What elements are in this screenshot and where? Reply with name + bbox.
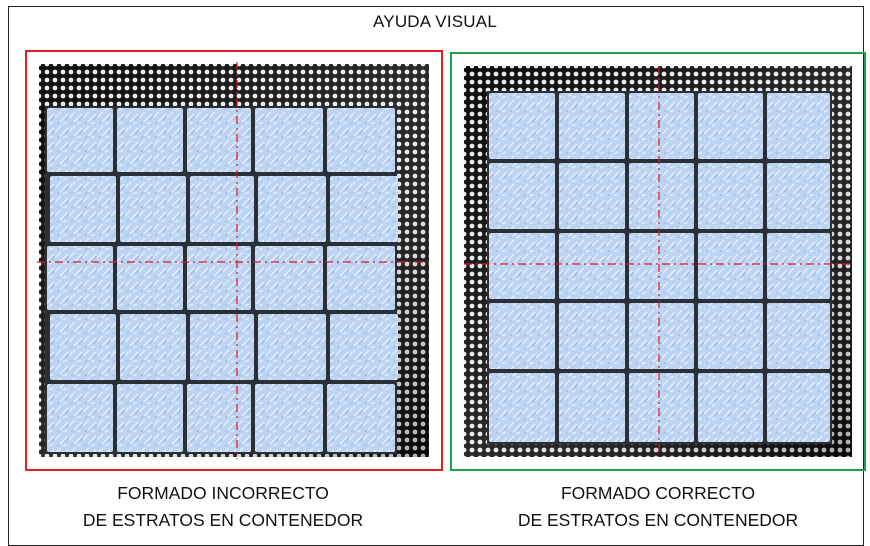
ice-tile [629, 163, 694, 229]
ice-tile [559, 163, 625, 229]
ice-tile [187, 246, 251, 310]
ice-tile [559, 233, 625, 299]
correct-tile-grid [487, 91, 832, 444]
correct-container-diagram [464, 66, 852, 457]
correct-caption-line2: DE ESTRATOS EN CONTENEDOR [517, 510, 799, 530]
ice-tile [489, 303, 555, 369]
ice-tile [327, 384, 395, 452]
ice-tile [767, 233, 830, 299]
ice-tile [489, 93, 555, 159]
ice-tile [327, 246, 395, 310]
ice-tile [698, 373, 763, 442]
ice-tile [698, 233, 763, 299]
ice-tile [255, 246, 323, 310]
ice-tile [629, 373, 694, 442]
incorrect-caption-line2: DE ESTRATOS EN CONTENEDOR [82, 510, 364, 530]
ice-tile [767, 303, 830, 369]
ice-tile [330, 176, 398, 242]
ice-tile [629, 233, 694, 299]
ice-tile [190, 176, 254, 242]
incorrect-arrangement-panel [25, 50, 443, 471]
ice-tile [50, 314, 116, 380]
ice-tile [767, 163, 830, 229]
ice-tile [489, 373, 555, 442]
ice-tile [559, 373, 625, 442]
ice-tile [117, 384, 183, 452]
ice-tile [330, 314, 398, 380]
ice-tile [120, 314, 186, 380]
figure-title: AYUDA VISUAL [373, 12, 497, 31]
ice-tile [187, 384, 251, 452]
ice-tile [559, 303, 625, 369]
ice-tile [327, 108, 395, 172]
ice-tile [698, 163, 763, 229]
ice-tile [255, 384, 323, 452]
incorrect-tile-grid [45, 106, 398, 454]
ice-tile [698, 303, 763, 369]
incorrect-caption-line1: FORMADO INCORRECTO [117, 483, 329, 503]
ice-tile [117, 246, 183, 310]
ice-tile [190, 314, 254, 380]
ice-tile [767, 93, 830, 159]
ice-tile [117, 108, 183, 172]
ice-tile [258, 314, 326, 380]
ice-tile [120, 176, 186, 242]
ice-tile [47, 108, 113, 172]
incorrect-container-diagram [37, 62, 431, 459]
correct-caption-line1: FORMADO CORRECTO [560, 483, 756, 503]
incorrect-caption: FORMADO INCORRECTO DE ESTRATOS EN CONTEN… [13, 480, 433, 534]
ice-tile [698, 93, 763, 159]
ice-tile [559, 93, 625, 159]
ice-tile [47, 384, 113, 452]
ice-tile [258, 176, 326, 242]
ice-tile [767, 373, 830, 442]
ice-tile [50, 176, 116, 242]
correct-caption: FORMADO CORRECTO DE ESTRATOS EN CONTENED… [448, 480, 868, 534]
correct-arrangement-panel [450, 52, 866, 471]
ice-tile [47, 246, 113, 310]
ice-tile [489, 233, 555, 299]
ice-tile [255, 108, 323, 172]
ice-tile [629, 303, 694, 369]
ice-tile [629, 93, 694, 159]
ice-tile [187, 108, 251, 172]
ice-tile [489, 163, 555, 229]
